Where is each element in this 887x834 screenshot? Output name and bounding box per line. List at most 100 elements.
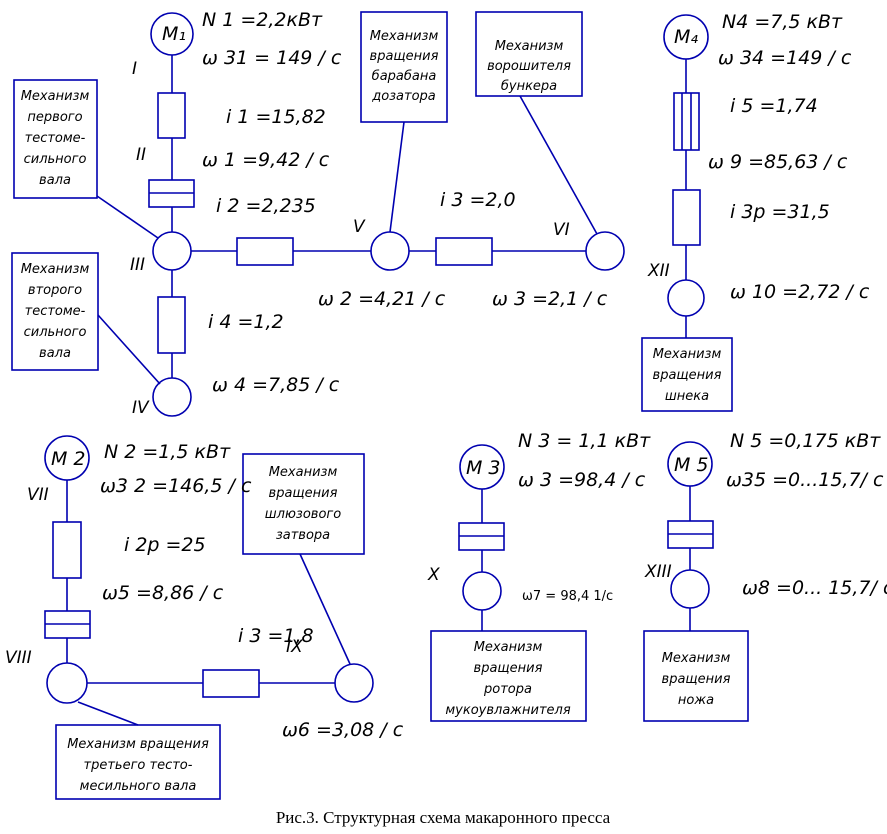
- gearbox-i1: [157, 92, 186, 139]
- mechanism-first-shaft-line1: Механизм: [21, 89, 90, 104]
- mechanism-rotor-line3: ротора: [483, 682, 532, 697]
- param-w34: ω 34 =149 / c: [718, 47, 852, 69]
- mechanism-rotor-line4: мукоувлажнителя: [445, 703, 570, 718]
- mechanism-drum-line4: дозатора: [371, 89, 436, 104]
- param-i2p: i 2p =25: [124, 534, 206, 556]
- roman-II: II: [136, 145, 146, 165]
- mechanism-knife-line3: ножа: [678, 693, 714, 708]
- roman-X: X: [427, 565, 440, 585]
- mechanism-drum-box: [360, 11, 448, 123]
- param-n4: N4 =7,5 кВт: [722, 11, 843, 33]
- node-X: [462, 571, 502, 611]
- param-i1: i 1 =15,82: [226, 106, 326, 128]
- param-w3: ω 3 =2,1 / c: [492, 288, 608, 310]
- mechanism-gate-line1: Механизм: [269, 465, 338, 480]
- mechanism-drum-line3: барабана: [372, 69, 437, 84]
- param-n3: N 3 = 1,1 кВт: [518, 430, 651, 452]
- motor-m4-label: M₄: [674, 26, 698, 48]
- link-drum: [389, 121, 405, 233]
- figure-caption: Рис.3. Структурная схема макаронного пре…: [276, 808, 611, 827]
- mechanism-gate-line3: шлюзового: [265, 507, 341, 522]
- param-n1: N 1 =2,2кВт: [202, 9, 323, 31]
- mechanism-auger-line3: шнека: [665, 389, 709, 404]
- motor-m4: [663, 14, 709, 60]
- node-IX: [334, 663, 374, 703]
- mechanism-third-shaft-line2: третьего тесто-: [84, 758, 193, 773]
- node-XIII: [670, 569, 710, 609]
- param-w10: ω 10 =2,72 / c: [730, 281, 870, 303]
- mechanism-first-shaft-line4: сильного: [24, 152, 87, 167]
- motor-m2: [44, 435, 90, 481]
- param-i4: i 4 =1,2: [208, 311, 284, 333]
- mechanism-first-shaft-line3: тестоме-: [25, 131, 86, 146]
- param-i5: i 5 =1,74: [730, 95, 818, 117]
- mechanism-third-shaft-box: [55, 724, 221, 800]
- gearbox-i2p: [52, 521, 82, 579]
- node-V: [370, 231, 410, 271]
- param-w5: ω5 =8,86 / c: [102, 582, 224, 604]
- param-w8: ω8 =0... 15,7/ c: [742, 577, 887, 599]
- param-w6: ω6 =3,08 / c: [282, 719, 404, 741]
- param-w3b: ω 3 =98,4 / c: [518, 469, 646, 491]
- mechanism-first-shaft-line2: первого: [27, 110, 82, 125]
- mechanism-gate-line2: вращения: [269, 486, 338, 501]
- link-first-shaft: [96, 195, 159, 239]
- param-i3b: i 3 =1,8: [238, 625, 314, 647]
- link-second-shaft: [97, 314, 161, 385]
- mechanism-first-shaft-line5: вала: [39, 173, 71, 188]
- mechanism-second-shaft-line5: вала: [39, 346, 71, 361]
- mechanism-second-shaft-line4: сильного: [24, 325, 87, 340]
- gearbox-i4: [157, 296, 186, 354]
- node-VIII: [46, 662, 88, 704]
- mechanism-drum-line1: Механизм: [370, 29, 439, 44]
- mechanism-rotor-line1: Механизм: [474, 640, 543, 655]
- mechanism-second-shaft-line3: тестоме-: [25, 304, 86, 319]
- roman-III: III: [130, 255, 145, 275]
- roman-IV: IV: [132, 398, 150, 418]
- mechanism-second-shaft-line2: второго: [28, 283, 82, 298]
- param-w7: ω7 = 98,4 1/c: [522, 589, 613, 604]
- roman-I: I: [132, 59, 137, 79]
- param-i3a: i 3 =2,0: [440, 189, 516, 211]
- roman-XIII: XIII: [644, 562, 672, 582]
- param-w35: ω35 =0...15,7/ c: [726, 469, 884, 491]
- link-gate: [299, 553, 351, 665]
- node-III: [152, 231, 192, 271]
- coupling-i5: [673, 92, 700, 151]
- roman-XII: XII: [647, 261, 670, 281]
- mechanism-auger-line1: Механизм: [653, 347, 722, 362]
- motor-m2-label: M 2: [51, 448, 86, 470]
- mechanism-hopper-box: [475, 11, 583, 97]
- mechanism-hopper-line3: бункера: [501, 79, 557, 94]
- mechanism-drum-line2: вращения: [370, 49, 439, 64]
- mechanism-third-shaft-line1: Механизм вращения: [67, 737, 209, 752]
- mechanism-auger-line2: вращения: [653, 368, 722, 383]
- node-XII: [667, 279, 705, 317]
- gearbox-i2: [236, 237, 294, 266]
- gearbox-i3p: [672, 189, 701, 246]
- mechanism-gate-line4: затвора: [276, 528, 330, 543]
- mechanism-knife-box: [643, 630, 749, 722]
- motor-m5: [667, 441, 713, 487]
- param-n5: N 5 =0,175 кВт: [730, 430, 881, 452]
- motor-m1: [150, 12, 194, 56]
- link-hopper: [519, 95, 598, 235]
- roman-VII: VII: [27, 485, 49, 505]
- mechanism-hopper-line1: Механизм: [495, 39, 564, 54]
- mechanism-rotor-box: [430, 630, 587, 722]
- param-w2: ω 2 =4,21 / c: [318, 288, 446, 310]
- motor-m3-label: M 3: [466, 457, 501, 479]
- node-VI: [585, 231, 625, 271]
- roman-VI: VI: [553, 220, 570, 240]
- gearbox-i3: [435, 237, 493, 266]
- mechanism-auger-box: [641, 337, 733, 412]
- param-n2: N 2 =1,5 кВт: [104, 441, 231, 463]
- mechanism-hopper-line2: ворошителя: [487, 59, 571, 74]
- mechanism-first-shaft-box: [13, 79, 98, 199]
- gearbox-i3b: [202, 669, 260, 698]
- mechanism-gate-box: [242, 453, 365, 555]
- mechanism-second-shaft-line1: Механизм: [21, 262, 90, 277]
- mechanism-rotor-line2: вращения: [474, 661, 543, 676]
- roman-IX: IX: [286, 637, 303, 657]
